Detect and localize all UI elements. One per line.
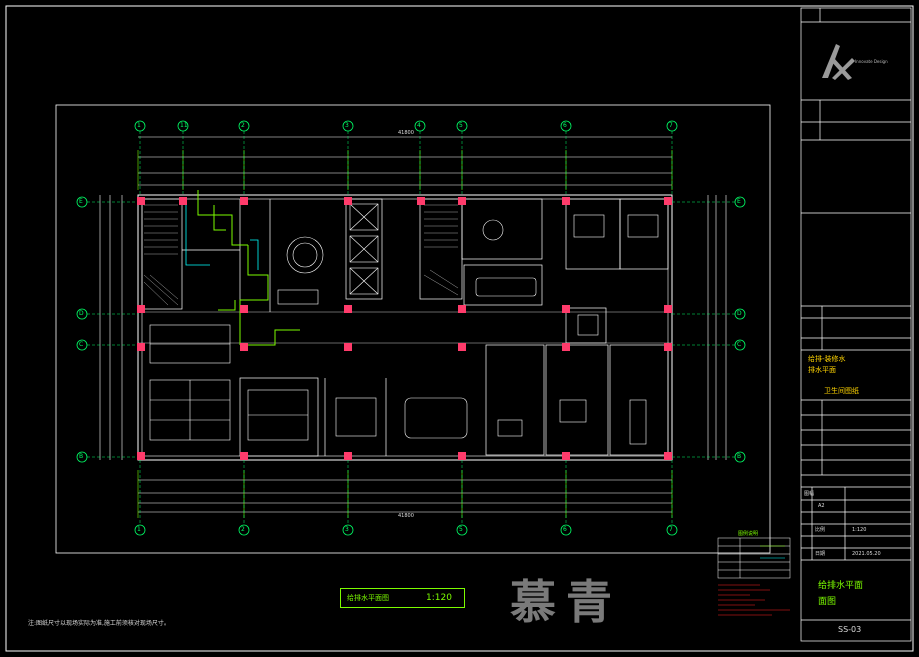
- drain-pipes: [185, 205, 259, 270]
- top-dimension-lines: [138, 136, 672, 513]
- legend-title: 图例说明: [738, 531, 759, 537]
- axis-label-top: 7: [669, 122, 673, 129]
- legend-table: [717, 537, 791, 579]
- plumbing-pipes: [197, 190, 300, 346]
- axis-leaders: [87, 131, 735, 525]
- furniture: [149, 214, 659, 445]
- axis-label-bottom: 7: [669, 526, 673, 533]
- axis-label-bottom: 6: [563, 526, 567, 533]
- axis-label-right: B: [737, 453, 742, 460]
- scale-label: 比例: [815, 527, 826, 533]
- stair-hatch: [143, 204, 459, 306]
- scale-value-block: 1:120: [852, 527, 867, 533]
- sheet-title-line1: 给排水平面: [818, 581, 864, 591]
- sheet-number: SS-03: [838, 625, 862, 634]
- legend-red-notes: [718, 584, 790, 616]
- axis-label-left: B: [79, 453, 84, 460]
- dimension-ticks: [137, 150, 673, 518]
- axis-label-top: 6: [563, 122, 567, 129]
- axis-label-top: 11: [180, 122, 188, 129]
- date-label: 日期: [815, 551, 826, 557]
- axis-label-top: 5: [459, 122, 463, 129]
- drawing-area-frame: [55, 104, 771, 554]
- axis-label-left: D: [79, 310, 84, 317]
- axis-label-left: C: [79, 341, 84, 348]
- brand-caption: Innovate Design: [855, 59, 888, 64]
- company-logo: [822, 44, 855, 80]
- size-value: A2: [818, 503, 825, 509]
- sheet-name-low: 卫生间图纸: [824, 387, 859, 395]
- drawing-title-box: 给排水平面图 1:120: [340, 588, 465, 608]
- sheet-title-line2: 面图: [818, 597, 837, 607]
- drawing-title: 给排水平面图: [347, 594, 389, 602]
- axis-label-right: E: [737, 198, 741, 205]
- sheet-name-top: 给排-装修水: [808, 355, 846, 363]
- side-dimension-lines: [99, 195, 727, 460]
- construction-note: 注:图纸尺寸以现场实际为准,施工前须核对现场尺寸。: [28, 620, 170, 627]
- date-value: 2021.05.20: [852, 551, 881, 557]
- axis-label-bottom: 1: [137, 526, 141, 533]
- size-label: 图幅: [804, 491, 815, 497]
- drawing-border: [5, 5, 914, 652]
- interior-walls: [141, 198, 669, 457]
- overall-dimension-bottom: 41800: [398, 513, 414, 519]
- elevator-shafts: [349, 203, 379, 295]
- axis-label-top: 3: [345, 122, 349, 129]
- sheet-name-mid: 排水平面: [808, 366, 836, 374]
- axis-bubbles: [76, 120, 746, 536]
- axis-label-bottom: 5: [459, 526, 463, 533]
- title-block: [800, 7, 912, 642]
- axis-label-top: 1: [137, 122, 141, 129]
- axis-label-top: 4: [417, 122, 421, 129]
- axis-label-right: D: [737, 310, 742, 317]
- axis-label-bottom: 3: [345, 526, 349, 533]
- axis-label-right: C: [737, 341, 742, 348]
- structural-columns: [137, 197, 672, 460]
- watermark: 慕青: [510, 575, 622, 629]
- axis-label-bottom: 2: [241, 526, 245, 533]
- axis-label-top: 2: [241, 122, 245, 129]
- overall-dimension-top: 41800: [398, 130, 414, 136]
- axis-label-left: E: [79, 198, 83, 205]
- drawing-scale: 1:120: [426, 593, 452, 603]
